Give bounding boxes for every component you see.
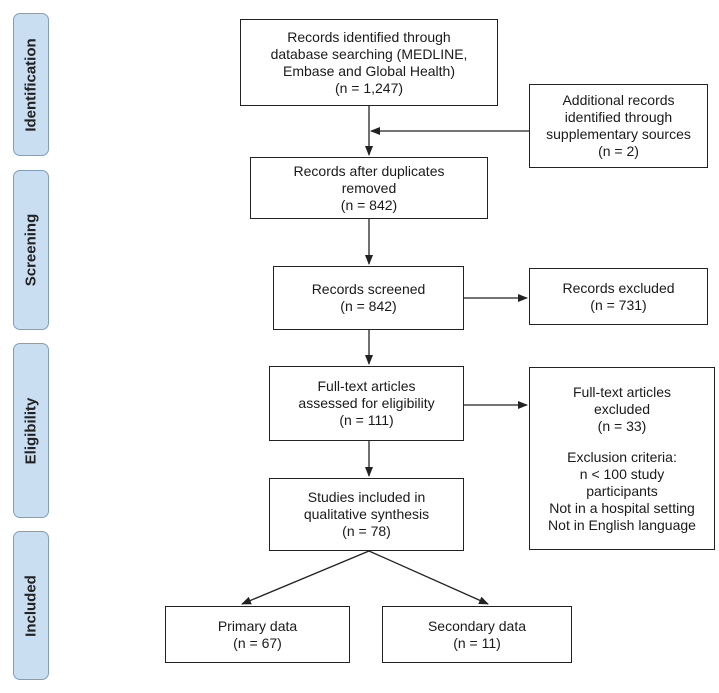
arrow-qualitative-to-primary <box>241 550 370 605</box>
full-text-excluded-box: Full-text articles excluded (n = 33) Exc… <box>529 367 715 550</box>
phase-screening: Screening <box>13 170 49 330</box>
qualitative-synthesis-box: Studies included in qualitative synthesi… <box>269 478 464 551</box>
phase-included: Included <box>13 531 49 680</box>
after-duplicates-box: Records after duplicates removed (n = 84… <box>250 157 488 219</box>
arrow-qualitative-to-secondary <box>368 550 489 605</box>
full-text-assessed-box: Full-text articles assessed for eligibil… <box>269 366 464 441</box>
phase-eligibility: Eligibility <box>13 343 49 518</box>
primary-data-box: Primary data (n = 67) <box>165 606 350 663</box>
secondary-data-box: Secondary data (n = 11) <box>382 606 572 663</box>
records-excluded-box: Records excluded (n = 731) <box>529 268 708 325</box>
phase-identification: Identification <box>13 13 49 156</box>
records-screened-box: Records screened (n = 842) <box>273 266 464 330</box>
additional-records-box: Additional records identified through su… <box>529 84 708 168</box>
database-search-box: Records identified through database sear… <box>240 19 498 106</box>
